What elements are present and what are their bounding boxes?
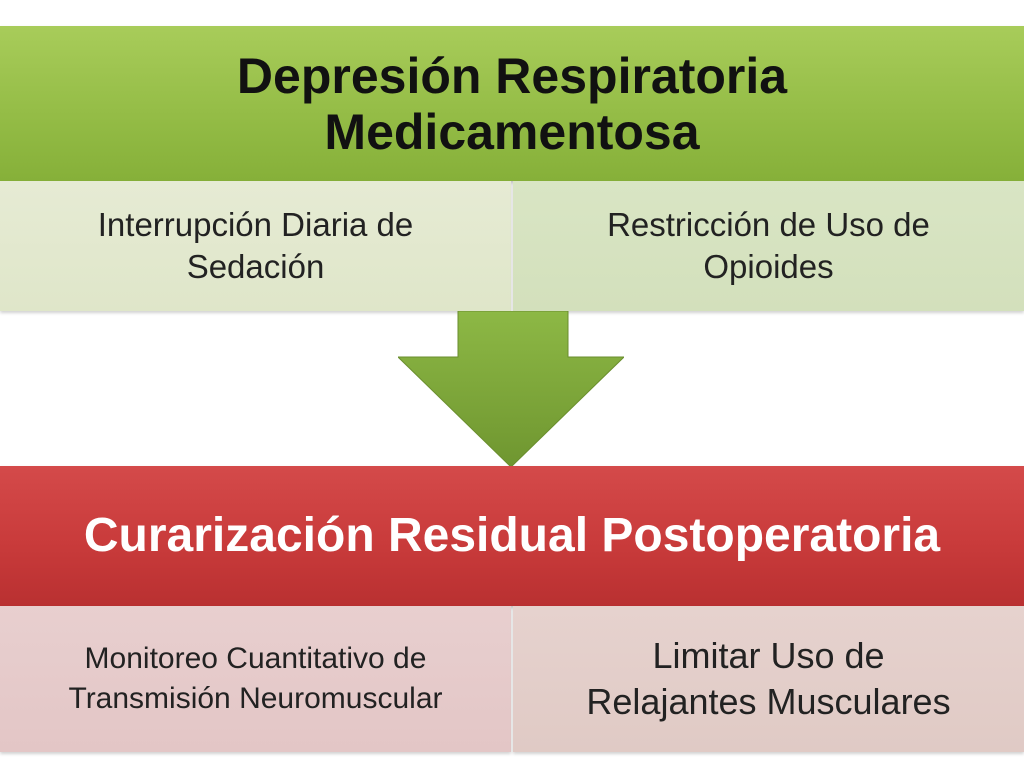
top-right-line-1: Restricción de Uso de <box>607 206 930 243</box>
bottom-right-line-2: Relajantes Musculares <box>586 681 951 722</box>
top-left-line-2: Sedación <box>186 248 325 285</box>
top-left-line-1: Interrupción Diaria de <box>97 206 414 243</box>
top-right-cell: Restricción de Uso de Opioides <box>513 181 1024 311</box>
bottom-header-title: Curarización Residual Postoperatoria <box>83 509 941 562</box>
bottom-left-line-1: Monitoreo Cuantitativo de <box>84 642 427 675</box>
bottom-left-line-2: Transmisión Neuromuscular <box>68 682 443 715</box>
top-right-line-2: Opioides <box>703 248 834 285</box>
bottom-right-line-1: Limitar Uso de <box>652 635 885 676</box>
top-header-line-2: Medicamentosa <box>324 103 700 160</box>
top-header-line-1: Depresión Respiratoria <box>236 47 788 104</box>
bottom-right-cell: Limitar Uso de Relajantes Musculares <box>513 606 1024 752</box>
top-left-cell: Interrupción Diaria de Sedación <box>0 181 511 311</box>
top-header: Depresión Respiratoria Medicamentosa <box>0 26 1024 181</box>
down-arrow-icon <box>398 311 624 467</box>
bottom-left-cell: Monitoreo Cuantitativo de Transmisión Ne… <box>0 606 511 752</box>
bottom-header: Curarización Residual Postoperatoria <box>0 466 1024 606</box>
